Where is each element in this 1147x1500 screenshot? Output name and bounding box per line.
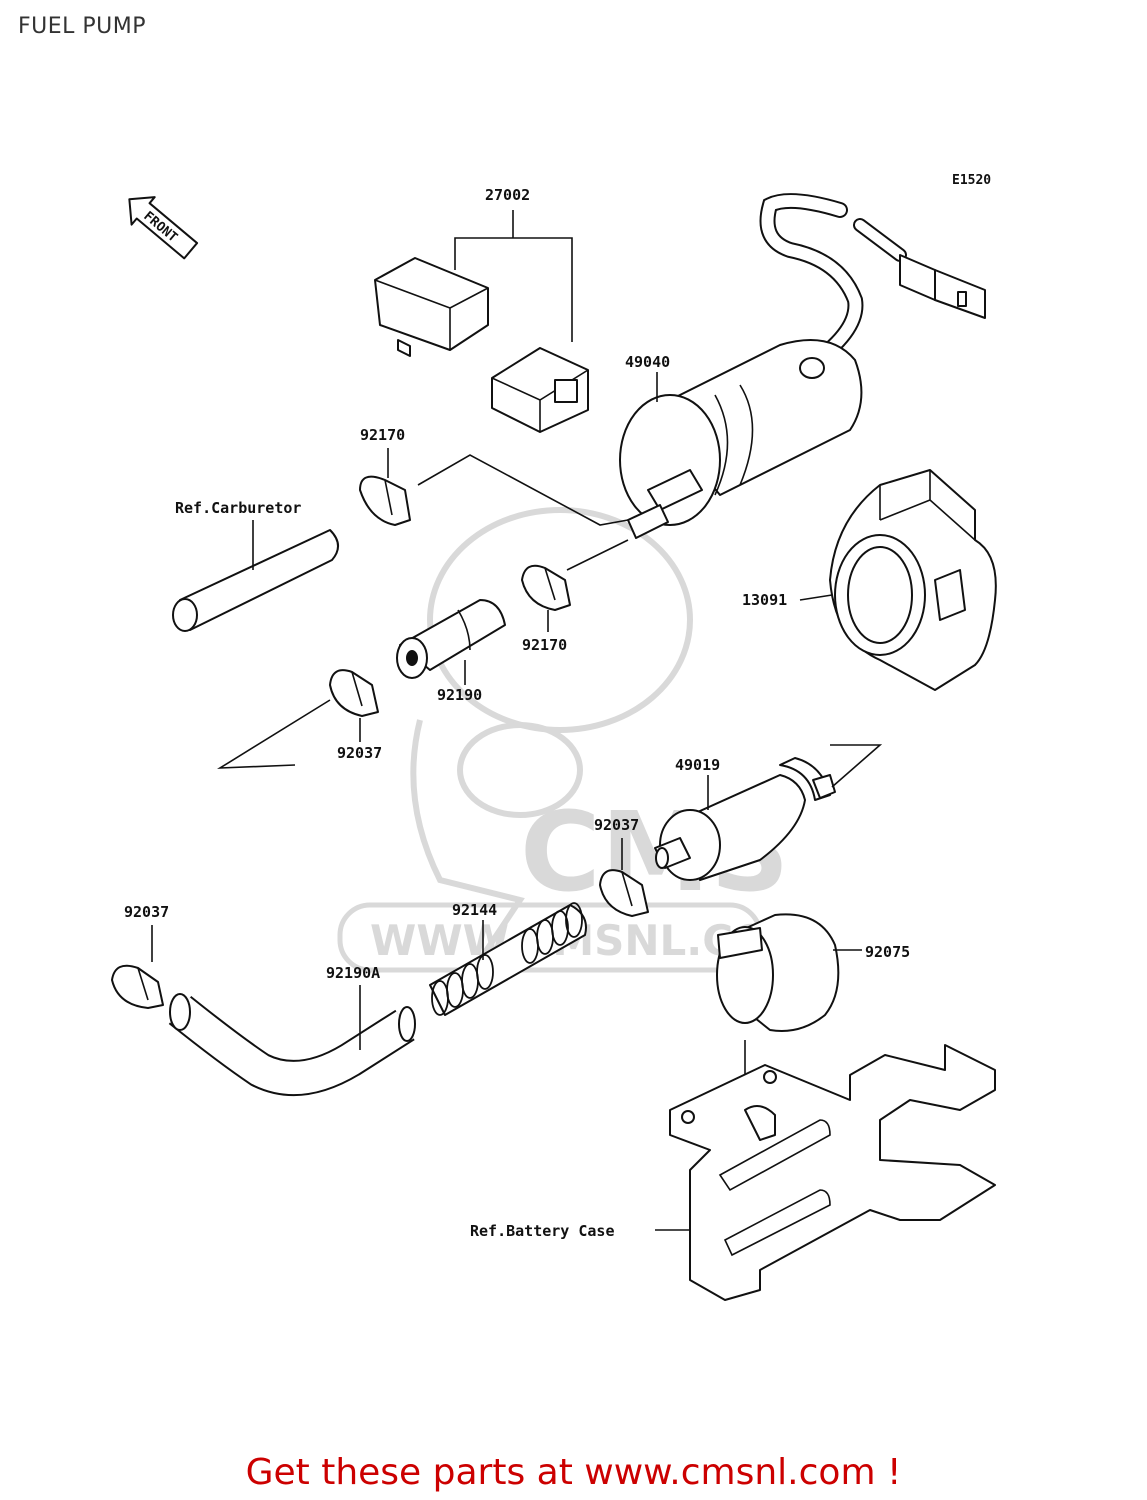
- diagram-code: E1520: [952, 173, 991, 188]
- relay-27002: [374, 257, 589, 433]
- tube-92190: [396, 599, 506, 679]
- bracket-13091: [829, 469, 997, 691]
- label-92190: 92190: [437, 686, 482, 704]
- ref-carburetor: Ref.Carburetor: [175, 499, 301, 517]
- label-49019: 49019: [675, 756, 720, 774]
- fuel-filter-49019: [654, 757, 836, 881]
- battery-case-bracket: [669, 1044, 996, 1301]
- carburetor-hose: [172, 529, 339, 632]
- clamp-92170-mid: [521, 564, 571, 611]
- clamp-92037-mid: [599, 869, 649, 917]
- label-92190A: 92190A: [326, 964, 380, 982]
- hose-92190A: [168, 993, 416, 1096]
- label-92075: 92075: [865, 943, 910, 961]
- label-13091: 13091: [742, 591, 787, 609]
- label-92037-a: 92037: [337, 744, 382, 762]
- label-49040: 49040: [625, 353, 670, 371]
- label-27002: 27002: [485, 186, 530, 204]
- clamp-92037-far-left: [111, 964, 164, 1009]
- cta-banner[interactable]: Get these parts at www.cmsnl.com !: [245, 1452, 902, 1493]
- ref-battery-case: Ref.Battery Case: [470, 1222, 615, 1240]
- label-92170-a: 92170: [360, 426, 405, 444]
- page-title: FUEL PUMP: [18, 14, 147, 39]
- label-92144: 92144: [452, 901, 497, 919]
- clamp-92170-top: [359, 475, 411, 526]
- label-92037-c: 92037: [124, 903, 169, 921]
- label-92037-b: 92037: [594, 816, 639, 834]
- watermark: CMS WWW.CMSNL.COM: [337, 507, 811, 973]
- clamp-92037-left: [329, 669, 379, 717]
- spring-92144: [429, 902, 587, 1016]
- fuel-pump-49040: [619, 339, 863, 539]
- band-92075: [716, 913, 840, 1032]
- label-92170-b: 92170: [522, 636, 567, 654]
- front-arrow-icon: FRONT: [128, 196, 199, 260]
- fuel-pump-wire: [759, 193, 986, 373]
